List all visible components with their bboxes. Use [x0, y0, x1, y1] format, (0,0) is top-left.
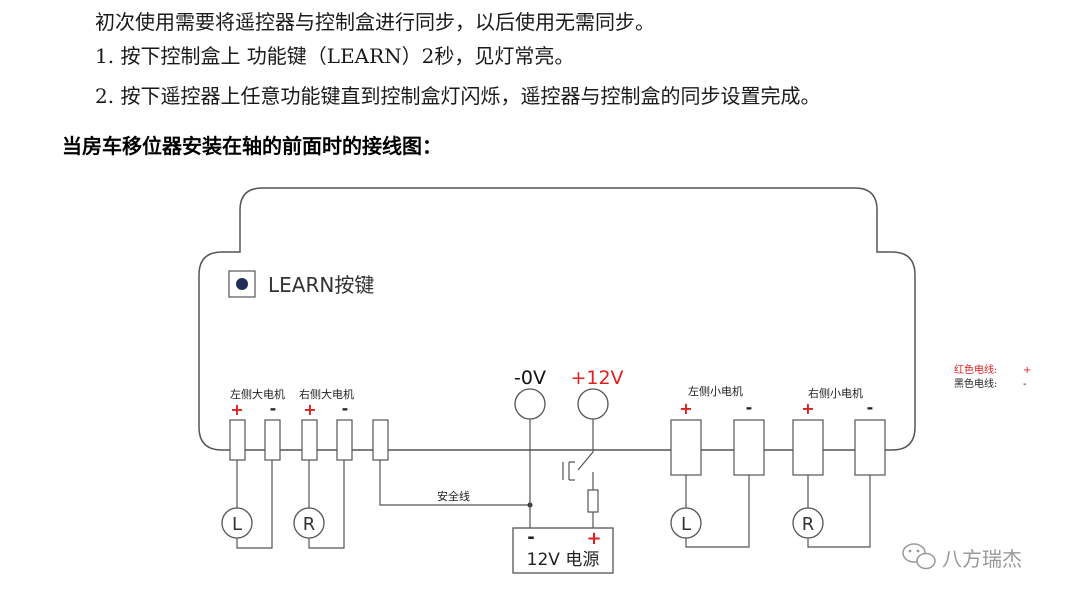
- minus-sign: -: [867, 398, 874, 417]
- terminal: [670, 419, 702, 476]
- intro-text: 初次使用需要将遥控器与控制盒进行同步，以后使用无需同步。: [95, 10, 655, 34]
- terminal: [733, 419, 765, 476]
- plus-sign: +: [801, 399, 814, 418]
- watermark-text: 八方瑞杰: [942, 547, 1022, 571]
- right-small-motor: [792, 507, 824, 539]
- motor-letter-l: L: [232, 514, 242, 535]
- left-small-motor-label: 左侧小电机: [688, 384, 743, 398]
- left-big-motor: [221, 507, 253, 539]
- wire: [308, 460, 345, 549]
- terminal: [229, 419, 246, 461]
- learn-button-dot: [236, 278, 248, 290]
- pos-terminal: [577, 388, 609, 420]
- motor-letter-l: L: [681, 514, 691, 535]
- plus-sign: +: [586, 528, 601, 549]
- left-big-motor-label: 左侧大电机: [230, 387, 285, 401]
- wire: [577, 419, 594, 471]
- wire: [807, 475, 871, 548]
- minus-sign: -: [746, 398, 753, 417]
- terminal: [792, 419, 824, 476]
- neg-terminal-label: -0V: [514, 367, 546, 389]
- terminal: [336, 419, 353, 461]
- power-supply-box: [512, 527, 614, 574]
- step-1-text: 1. 按下控制盒上 功能键（LEARN）2秒，见灯常亮。: [95, 44, 575, 68]
- learn-label: LEARN按键: [268, 273, 374, 297]
- legend-red-symbol: +: [1023, 365, 1031, 376]
- right-small-motor-label: 右侧小电机: [808, 386, 863, 400]
- legend-black-wire: 黑色电线:: [954, 377, 997, 390]
- wire: [236, 460, 273, 549]
- plus-sign: +: [230, 400, 243, 419]
- terminal: [854, 419, 886, 476]
- minus-sign: -: [527, 527, 534, 548]
- legend-red-wire: 红色电线:: [954, 363, 997, 376]
- minus-sign: -: [342, 399, 349, 418]
- safety-wire: [379, 460, 530, 506]
- fuse: [587, 489, 599, 513]
- power-supply-label: 12V 电源: [527, 550, 600, 570]
- motor-letter-r: R: [802, 514, 815, 535]
- terminal: [264, 419, 281, 461]
- neg-terminal: [514, 388, 546, 420]
- wechat-icon: [902, 543, 936, 570]
- safety-terminal: [372, 419, 389, 461]
- pos-terminal-label: +12V: [570, 367, 623, 389]
- switch-symbol: [562, 461, 575, 481]
- motor-letter-r: R: [303, 514, 316, 535]
- step-2-text: 2. 按下遥控器上任意功能键直到控制盒灯闪烁，遥控器与控制盒的同步设置完成。: [95, 84, 821, 108]
- wire: [685, 475, 750, 548]
- terminal: [301, 419, 318, 461]
- minus-sign: -: [270, 399, 277, 418]
- safety-line-label: 安全线: [437, 489, 470, 503]
- right-big-motor: [293, 507, 325, 539]
- diagram-title: 当房车移位器安装在轴的前面时的接线图：: [62, 134, 442, 158]
- plus-sign: +: [303, 400, 316, 419]
- right-big-motor-label: 右侧大电机: [299, 387, 354, 401]
- legend-black-symbol: -: [1023, 379, 1027, 390]
- left-small-motor: [670, 507, 702, 539]
- control-box-outline: [198, 187, 916, 451]
- plus-sign: +: [679, 399, 692, 418]
